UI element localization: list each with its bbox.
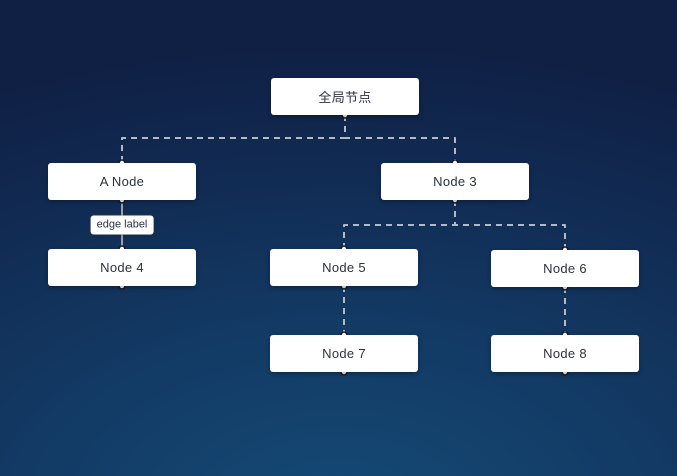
node-node-3[interactable]: Node 3 [381,163,529,200]
edge-label[interactable]: edge label [90,215,154,234]
node-node-6[interactable]: Node 6 [491,250,639,287]
edge-global-to-a-node[interactable] [121,115,346,163]
edge-node-3-to-node-6[interactable] [454,200,566,250]
node-label: Node 5 [322,260,366,275]
node-label: Node 4 [100,260,144,275]
node-label: Node 8 [543,346,587,361]
node-node-5[interactable]: Node 5 [270,249,418,286]
edge-node-3-to-node-5[interactable] [343,200,456,249]
node-global[interactable]: 全局节点 [271,78,419,115]
node-label: Node 6 [543,261,587,276]
node-label: A Node [99,174,145,189]
node-node-8[interactable]: Node 8 [491,335,639,372]
node-label: 全局节点 [318,90,372,105]
node-a-node[interactable]: A Node [48,163,196,200]
node-node-7[interactable]: Node 7 [270,335,418,372]
edge-global-to-node-3[interactable] [344,115,456,163]
node-label: Node 7 [322,346,366,361]
node-label: Node 3 [433,174,477,189]
node-node-4[interactable]: Node 4 [48,249,196,286]
